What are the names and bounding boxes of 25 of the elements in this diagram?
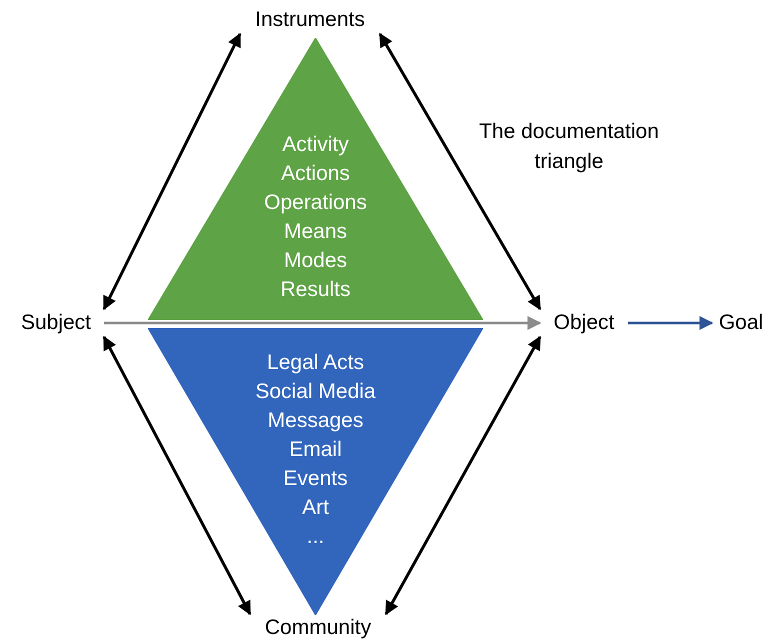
list-item-text: Email (289, 437, 342, 463)
list-item-text: Messages (268, 408, 364, 434)
list-item-text: Activity (282, 132, 349, 158)
diagram-caption: The documentation triangle (478, 119, 660, 175)
list-item-text: Legal Acts (267, 350, 364, 376)
list-item-text: ... (306, 524, 324, 550)
list-item-text: Actions (281, 161, 350, 187)
list-item-text: Events (283, 466, 348, 492)
list-item-text: Results (280, 277, 351, 303)
arrow (628, 316, 714, 330)
node-label: Goal (712, 309, 770, 337)
double-headed-arrow (102, 32, 242, 310)
node-label: Instruments (240, 6, 380, 34)
arrow (104, 316, 542, 330)
list-item-text: Means (284, 219, 348, 245)
double-headed-arrow (378, 32, 542, 310)
list-item-text: Social Media (255, 379, 376, 405)
node-label: Community (250, 614, 386, 642)
node-label: Subject (8, 309, 104, 337)
list-item-text: Operations (264, 190, 367, 216)
list-item-text: Art (302, 495, 329, 521)
double-headed-arrow (102, 336, 252, 616)
node-label: Object (540, 309, 628, 337)
double-headed-arrow (384, 336, 542, 616)
list-item-text: Modes (284, 248, 348, 274)
